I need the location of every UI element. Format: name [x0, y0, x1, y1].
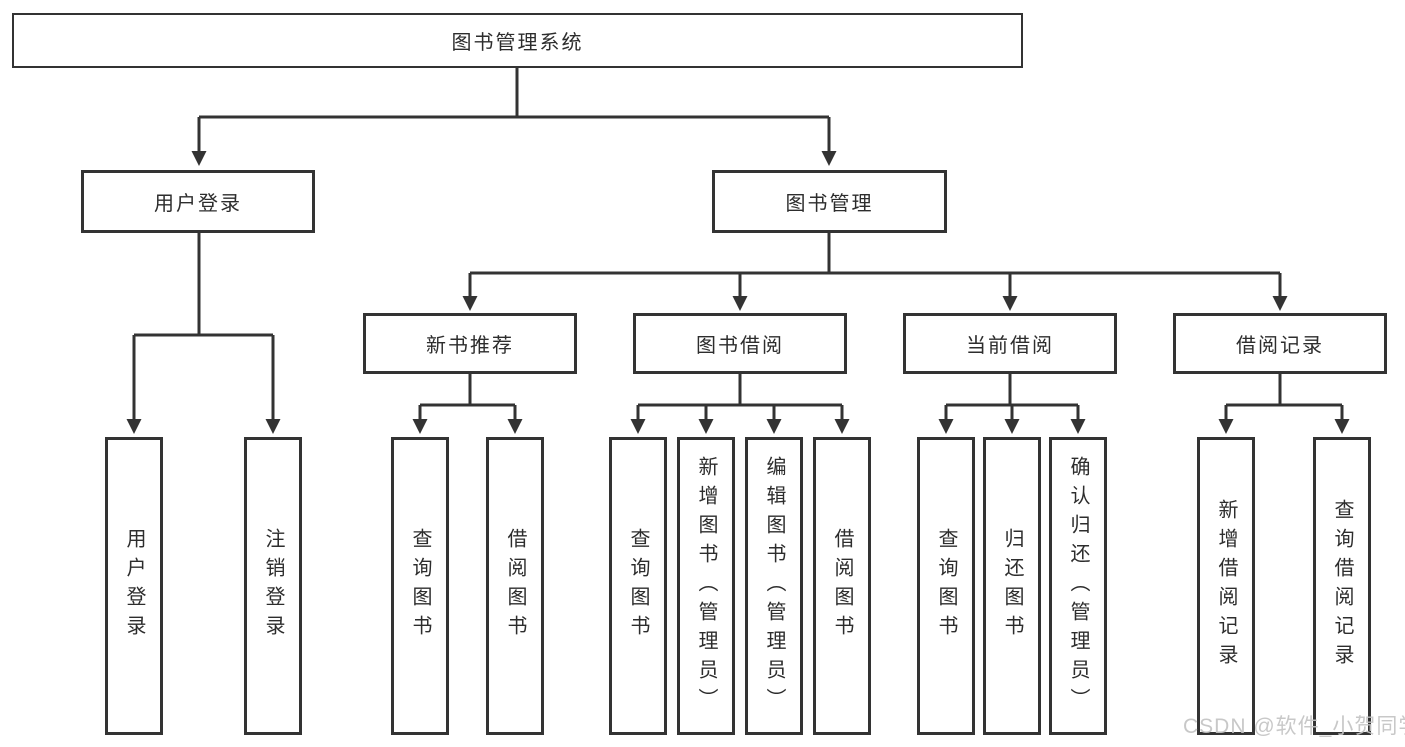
node-bb-add-book-admin: 新增图书（管理员） — [677, 437, 735, 735]
node-book-management: 图书管理 — [712, 170, 947, 233]
node-label: 归还图书 — [1001, 528, 1023, 644]
node-cb-return-book: 归还图书 — [983, 437, 1041, 735]
connector-root-to-level2 — [191, 68, 837, 166]
node-label: 图书借阅 — [696, 335, 784, 357]
node-br-query-record: 查询借阅记录 — [1313, 437, 1371, 735]
node-logout-action: 注销登录 — [244, 437, 302, 735]
node-nb-query-book: 查询图书 — [391, 437, 449, 735]
node-label: 新增借阅记录 — [1215, 499, 1237, 673]
node-label: 新增图书（管理员） — [695, 455, 717, 717]
node-label: 借阅图书 — [504, 528, 526, 644]
node-cb-query-book: 查询图书 — [917, 437, 975, 735]
node-cb-confirm-return-admin: 确认归还（管理员） — [1049, 437, 1107, 735]
node-label: 当前借阅 — [966, 335, 1054, 357]
connector-user-login-children — [126, 233, 281, 434]
node-label: 编辑图书（管理员） — [763, 455, 785, 717]
connector-book-borrow-children — [630, 374, 850, 434]
node-label: 查询借阅记录 — [1331, 499, 1353, 673]
node-br-add-record: 新增借阅记录 — [1197, 437, 1255, 735]
node-label: 图书管理 — [785, 193, 874, 215]
node-user-login-action: 用户登录 — [105, 437, 163, 735]
node-borrow-records: 借阅记录 — [1173, 313, 1387, 374]
node-user-login: 用户登录 — [81, 170, 315, 233]
node-label: 确认归还（管理员） — [1067, 455, 1089, 717]
node-label: 用户登录 — [123, 528, 145, 644]
node-current-borrow: 当前借阅 — [903, 313, 1117, 374]
connector-current-borrow-children — [938, 374, 1086, 434]
node-label: 查询图书 — [935, 528, 957, 644]
connector-new-book-children — [412, 374, 523, 434]
node-label: 新书推荐 — [426, 335, 514, 357]
csdn-watermark: CSDN @软件_小贺同学 — [1183, 715, 1405, 738]
node-label: 借阅记录 — [1236, 335, 1324, 357]
connector-book-management-children — [462, 233, 1288, 311]
node-library-management-system: 图书管理系统 — [12, 13, 1023, 68]
node-label: 查询图书 — [409, 528, 431, 644]
node-label: 图书管理系统 — [451, 32, 584, 54]
node-new-book-recommend: 新书推荐 — [363, 313, 577, 374]
node-label: 用户登录 — [154, 193, 242, 215]
node-book-borrow: 图书借阅 — [633, 313, 847, 374]
node-nb-borrow-book: 借阅图书 — [486, 437, 544, 735]
node-label: 查询图书 — [627, 528, 649, 644]
node-bb-borrow-book: 借阅图书 — [813, 437, 871, 735]
node-label: 借阅图书 — [831, 528, 853, 644]
node-bb-edit-book-admin: 编辑图书（管理员） — [745, 437, 803, 735]
connector-borrow-record-children — [1218, 374, 1350, 434]
node-label: 注销登录 — [262, 528, 284, 644]
node-bb-query-book: 查询图书 — [609, 437, 667, 735]
